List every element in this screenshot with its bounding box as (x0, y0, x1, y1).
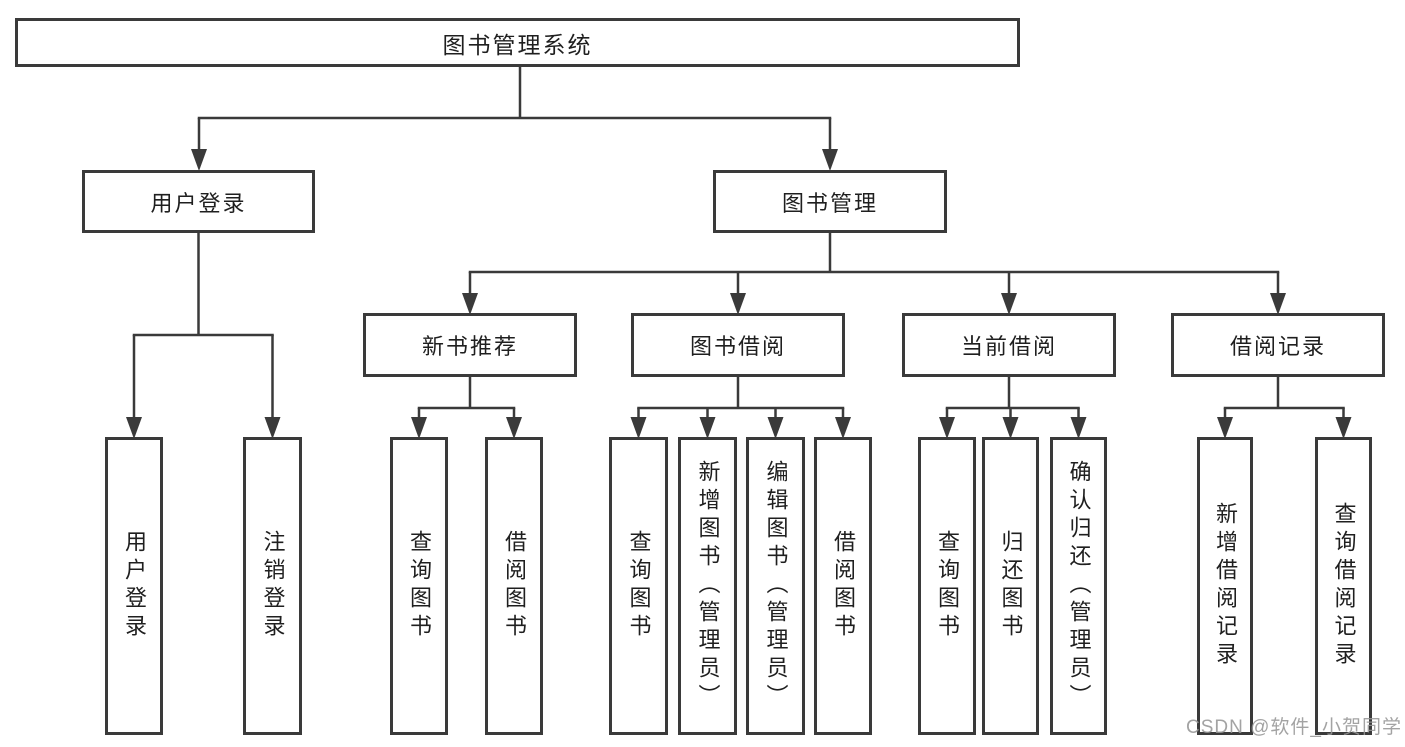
leaf-borrow-book-recommend: 借阅图书 (485, 437, 543, 735)
leaf-query-book-current: 查询图书 (918, 437, 976, 735)
leaf-query-book-borrowing: 查询图书 (609, 437, 668, 735)
leaf-add-book-admin: 新增图书（管理员） (678, 437, 737, 735)
connector-trunks (132, 65, 1345, 410)
csdn-watermark: CSDN @软件_小贺同学 (1186, 717, 1402, 738)
node-borrowing-records: 借阅记录 (1171, 313, 1385, 377)
node-new-book-recommend: 新书推荐 (363, 313, 577, 377)
node-book-borrowing: 图书借阅 (631, 313, 845, 377)
node-current-borrowing: 当前借阅 (902, 313, 1116, 377)
leaf-query-borrow-record: 查询借阅记录 (1315, 437, 1372, 735)
node-book-management: 图书管理 (713, 170, 947, 233)
leaf-borrow-book-borrowing: 借阅图书 (814, 437, 872, 735)
leaf-query-book-recommend: 查询图书 (390, 437, 448, 735)
arrow-stems (132, 118, 1345, 420)
leaf-return-book: 归还图书 (982, 437, 1039, 735)
node-user-login: 用户登录 (82, 170, 315, 233)
leaf-edit-book-admin: 编辑图书（管理员） (746, 437, 805, 735)
leaf-logout: 注销登录 (243, 437, 302, 735)
leaf-add-borrow-record: 新增借阅记录 (1197, 437, 1253, 735)
node-root-system: 图书管理系统 (15, 18, 1020, 67)
leaf-user-login: 用户登录 (105, 437, 163, 735)
leaf-confirm-return-admin: 确认归还（管理员） (1050, 437, 1107, 735)
